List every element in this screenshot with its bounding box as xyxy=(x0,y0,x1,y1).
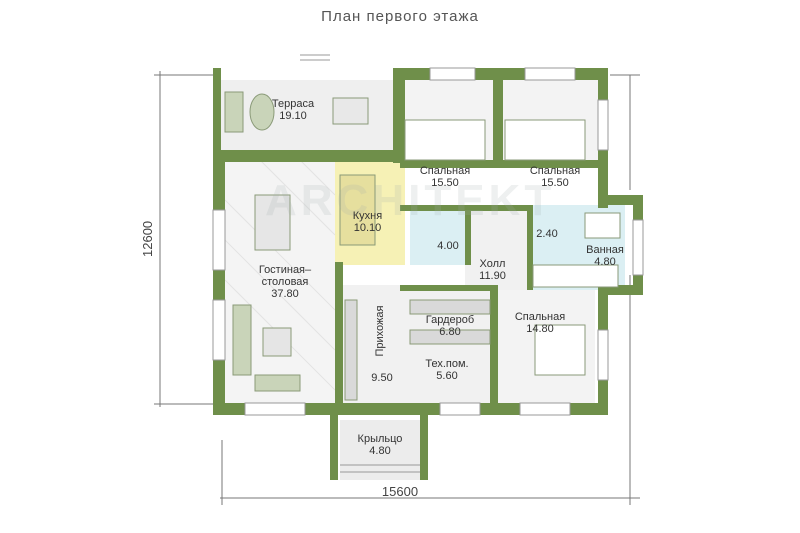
dimension-height: 12600 xyxy=(140,220,155,257)
dimension-width: 15600 xyxy=(381,484,419,499)
room-area: 4.00 xyxy=(437,240,459,252)
room-area: 15.50 xyxy=(541,177,569,189)
room-name: Спальная xyxy=(529,165,581,177)
room-area: 14.80 xyxy=(526,323,554,335)
room-name: Спальная xyxy=(514,311,566,323)
room-entry-name: Прихожая xyxy=(374,305,386,357)
watermark: ARCHITEKT xyxy=(265,176,556,225)
room-bedroom-1: Спальная 15.50 xyxy=(410,165,480,189)
windows xyxy=(212,67,644,416)
room-bathroom: Ванная 4.80 xyxy=(580,244,630,268)
porch-steps xyxy=(300,54,420,473)
room-name: Кухня xyxy=(352,210,383,222)
room-living-dining: Гостиная–столовая 37.80 xyxy=(240,264,330,300)
room-wardrobe: Гардероб 6.80 xyxy=(415,314,485,338)
room-area: 5.60 xyxy=(436,370,458,382)
room-area: 10.10 xyxy=(353,222,382,234)
room-name: Гостиная–столовая xyxy=(258,264,312,288)
room-area: 37.80 xyxy=(271,288,299,300)
plan-title: План первого этажа xyxy=(321,8,479,25)
room-area: 4.80 xyxy=(594,256,616,268)
room-area: 15.50 xyxy=(431,177,459,189)
room-name: Спальная xyxy=(419,165,471,177)
room-porch: Крыльцо 4.80 xyxy=(345,433,415,457)
room-area: 6.80 xyxy=(439,326,461,338)
room-hall: Холл 11.90 xyxy=(465,258,520,282)
room-name: Ванная xyxy=(586,244,624,256)
room-name: Гардероб xyxy=(425,314,475,326)
room-wc: 4.00 xyxy=(428,240,468,252)
room-area: 4.80 xyxy=(369,445,391,457)
room-name: Тех.пом. xyxy=(425,358,469,370)
room-kitchen: Кухня 10.10 xyxy=(340,210,395,234)
room-area: 11.90 xyxy=(479,270,506,282)
room-bedroom-3: Спальная 14.80 xyxy=(505,311,575,335)
dimension-lines xyxy=(154,71,640,505)
room-area: 19.10 xyxy=(279,110,307,122)
room-terrace: Терраса 19.10 xyxy=(258,98,328,122)
room-entry-area: 9.50 xyxy=(371,372,393,384)
room-tech: Тех.пом. 5.60 xyxy=(412,358,482,382)
room-bedroom-2: Спальная 15.50 xyxy=(520,165,590,189)
room-name: Терраса xyxy=(271,98,315,110)
room-name: Крыльцо xyxy=(357,433,403,445)
room-area: 2.40 xyxy=(536,228,558,240)
room-wc-2: 2.40 xyxy=(527,228,567,240)
furniture xyxy=(224,91,621,401)
room-name: Холл xyxy=(479,258,506,270)
